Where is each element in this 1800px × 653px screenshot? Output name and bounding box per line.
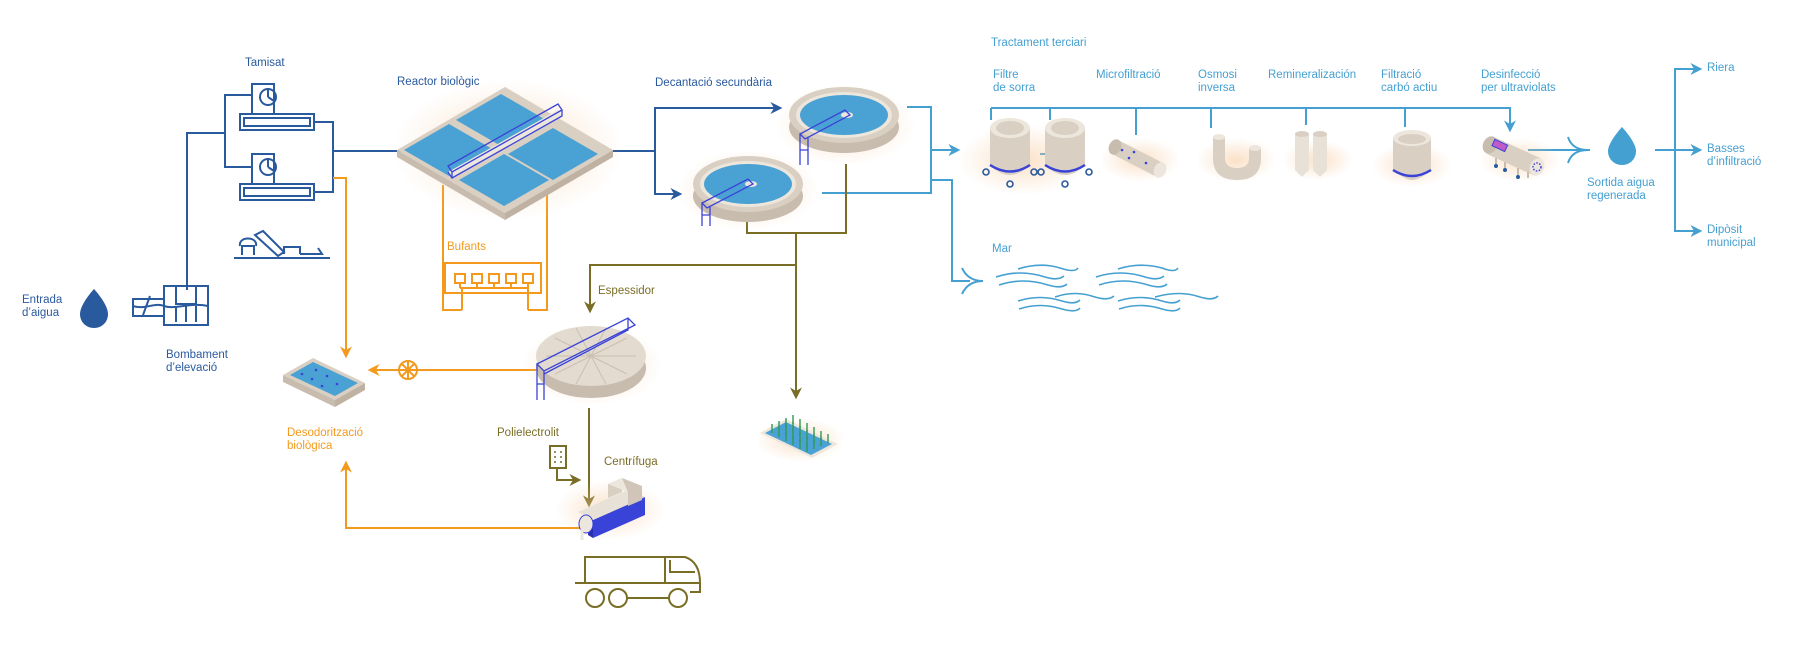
label-mar: Mar — [992, 243, 1012, 255]
pump-station-icon — [132, 285, 209, 326]
carbon-tank-icon — [1372, 130, 1452, 187]
label-reactor: Reactor biològic — [397, 76, 480, 88]
label-sortida: Sortida aigua regenerada — [1587, 177, 1655, 202]
thickener-icon — [522, 317, 662, 405]
sortida-water-drop-icon — [1608, 127, 1636, 165]
sand-filter-icon — [958, 118, 1093, 195]
rotary-screen-icon — [239, 83, 315, 201]
label-microfiltracio: Microfiltració — [1096, 69, 1161, 81]
label-ultraviolats: Desinfecció per ultraviolats — [1481, 69, 1556, 94]
label-desodoritzacio: Desodorització biològica — [287, 427, 364, 452]
blowers-icon — [444, 262, 542, 310]
label-diposit: Dipòsit municipal — [1707, 224, 1756, 249]
crop-field-icon — [755, 415, 845, 462]
label-espessidor: Espessidor — [598, 285, 655, 297]
label-decantacio: Decantació secundària — [655, 77, 772, 89]
label-riera: Riera — [1707, 62, 1735, 74]
screw-conveyor-icon — [234, 229, 330, 259]
clarifier-icon — [775, 85, 915, 165]
label-bombament: Bombament d’elevació — [166, 349, 229, 374]
label-remineralitzacio: Remineralización — [1268, 69, 1357, 81]
label-osmosi: Osmosi inversa — [1198, 69, 1237, 94]
label-basses: Basses d’infiltració — [1707, 143, 1762, 168]
uv-reactor-icon — [1480, 136, 1560, 182]
label-polielectrolit: Polielectrolit — [497, 427, 559, 439]
centrifuge-icon — [555, 478, 665, 540]
label-tamisat: Tamisat — [245, 57, 285, 69]
u-tube-icon — [1196, 134, 1276, 182]
dosing-tank-icon — [549, 445, 567, 469]
odor-flow-lines — [333, 177, 580, 529]
label-carbo-actiu: Filtració carbó actiu — [1381, 69, 1438, 94]
label-centrifuga: Centrífuga — [604, 456, 658, 468]
label-tractament-terciari: Tractament terciari — [991, 37, 1087, 49]
clarifier-icon — [678, 150, 818, 230]
regenerated-flow-lines — [822, 63, 1703, 295]
label-filtre-sorra: Filtre de sorra — [993, 69, 1036, 94]
silo-icon — [1283, 131, 1353, 180]
sea-waves-icon — [995, 264, 1219, 312]
bioreactor-tank-icon — [393, 80, 623, 220]
biofilter-icon — [283, 358, 365, 407]
label-bufants: Bufants — [447, 241, 486, 253]
primary-flow-lines — [186, 94, 783, 290]
label-entrada: Entrada d’aigua — [22, 294, 63, 319]
entrada-water-drop-icon — [80, 289, 108, 328]
fan-icon — [398, 360, 418, 380]
membrane-cylinder-icon — [1100, 138, 1180, 182]
truck-icon — [575, 556, 701, 608]
